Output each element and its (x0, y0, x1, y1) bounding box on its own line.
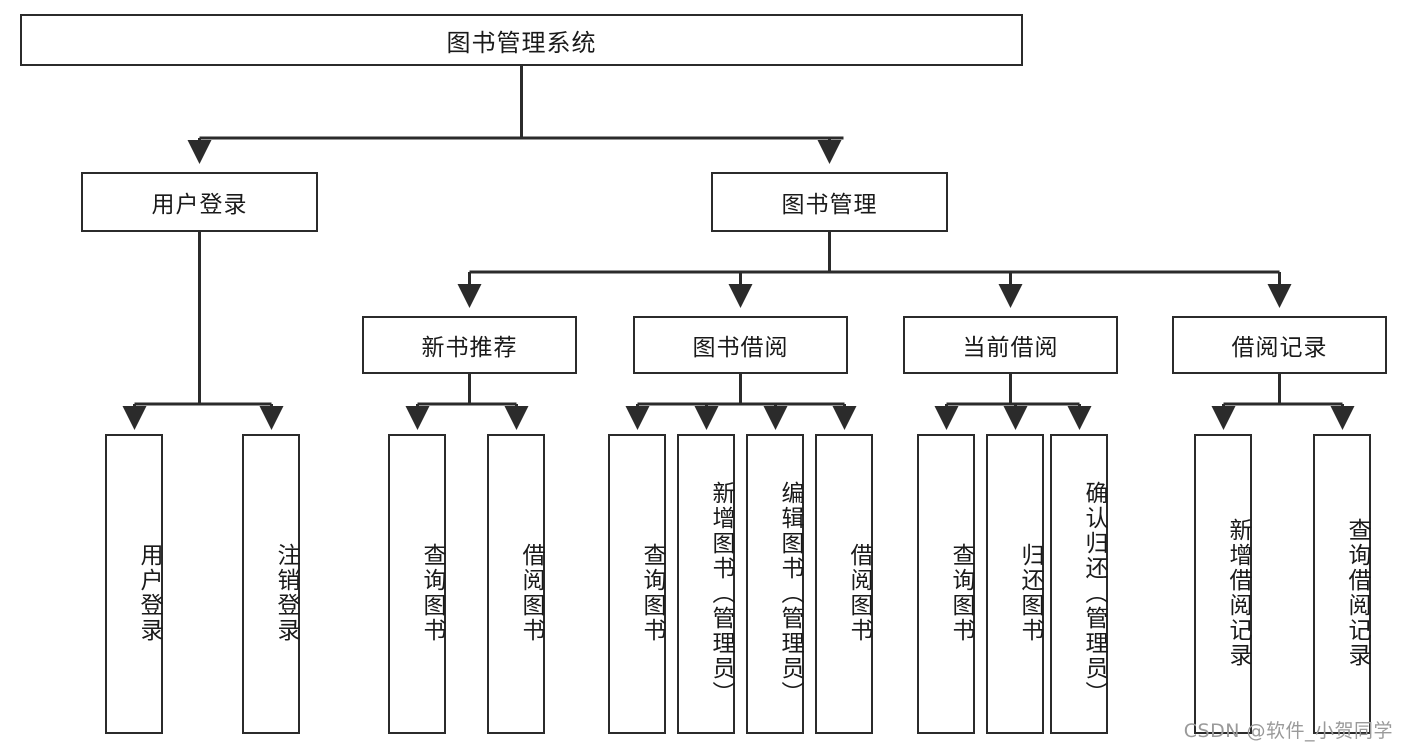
node-label: 借阅记录 (1231, 335, 1328, 361)
node-label: 查询借阅记录 (1344, 518, 1370, 668)
node-leaf-add-borrow-record[interactable]: 新增借阅记录 (1194, 434, 1252, 734)
watermark-text: CSDN @软件_小贺同学 (1183, 720, 1393, 742)
node-label: 图书管理系统 (446, 28, 597, 57)
node-user-login[interactable]: 用户登录 (81, 172, 318, 232)
node-borrow-record[interactable]: 借阅记录 (1172, 316, 1387, 374)
node-leaf-query-book-current[interactable]: 查询图书 (917, 434, 975, 734)
node-leaf-user-login[interactable]: 用户登录 (105, 434, 163, 734)
node-leaf-add-book-admin[interactable]: 新增图书（管理员） (677, 434, 735, 734)
node-leaf-return-book[interactable]: 归还图书 (986, 434, 1044, 734)
node-label: 借阅图书 (846, 543, 872, 643)
node-label: 查询图书 (948, 543, 974, 643)
node-label: 查询图书 (419, 543, 445, 643)
node-label: 编辑图书（管理员） (777, 480, 803, 706)
node-label: 新增图书（管理员） (708, 480, 734, 706)
node-label: 用户登录 (151, 192, 248, 218)
node-label: 图书借阅 (692, 335, 789, 361)
node-leaf-query-book-borrow[interactable]: 查询图书 (608, 434, 666, 734)
node-leaf-confirm-return-admin[interactable]: 确认归还（管理员） (1050, 434, 1108, 734)
node-label: 当前借阅 (962, 335, 1059, 361)
node-label: 确认归还（管理员） (1081, 480, 1107, 706)
node-label: 图书管理 (781, 192, 878, 218)
node-label: 新书推荐 (421, 335, 518, 361)
node-label: 新增借阅记录 (1225, 518, 1251, 668)
node-current-borrow[interactable]: 当前借阅 (903, 316, 1118, 374)
node-leaf-borrow-book[interactable]: 借阅图书 (815, 434, 873, 734)
node-book-management-system[interactable]: 图书管理系统 (20, 14, 1023, 66)
node-book-management[interactable]: 图书管理 (711, 172, 948, 232)
node-label: 用户登录 (136, 543, 162, 643)
node-leaf-query-borrow-record[interactable]: 查询借阅记录 (1313, 434, 1371, 734)
node-label: 查询图书 (639, 543, 665, 643)
node-label: 注销登录 (273, 543, 299, 643)
node-leaf-query-book-recommendation[interactable]: 查询图书 (388, 434, 446, 734)
node-label: 借阅图书 (518, 543, 544, 643)
node-book-borrow[interactable]: 图书借阅 (633, 316, 848, 374)
node-leaf-borrow-book-recommendation[interactable]: 借阅图书 (487, 434, 545, 734)
node-leaf-logout[interactable]: 注销登录 (242, 434, 300, 734)
node-label: 归还图书 (1017, 543, 1043, 643)
node-new-book-recommendation[interactable]: 新书推荐 (362, 316, 577, 374)
node-leaf-edit-book-admin[interactable]: 编辑图书（管理员） (746, 434, 804, 734)
